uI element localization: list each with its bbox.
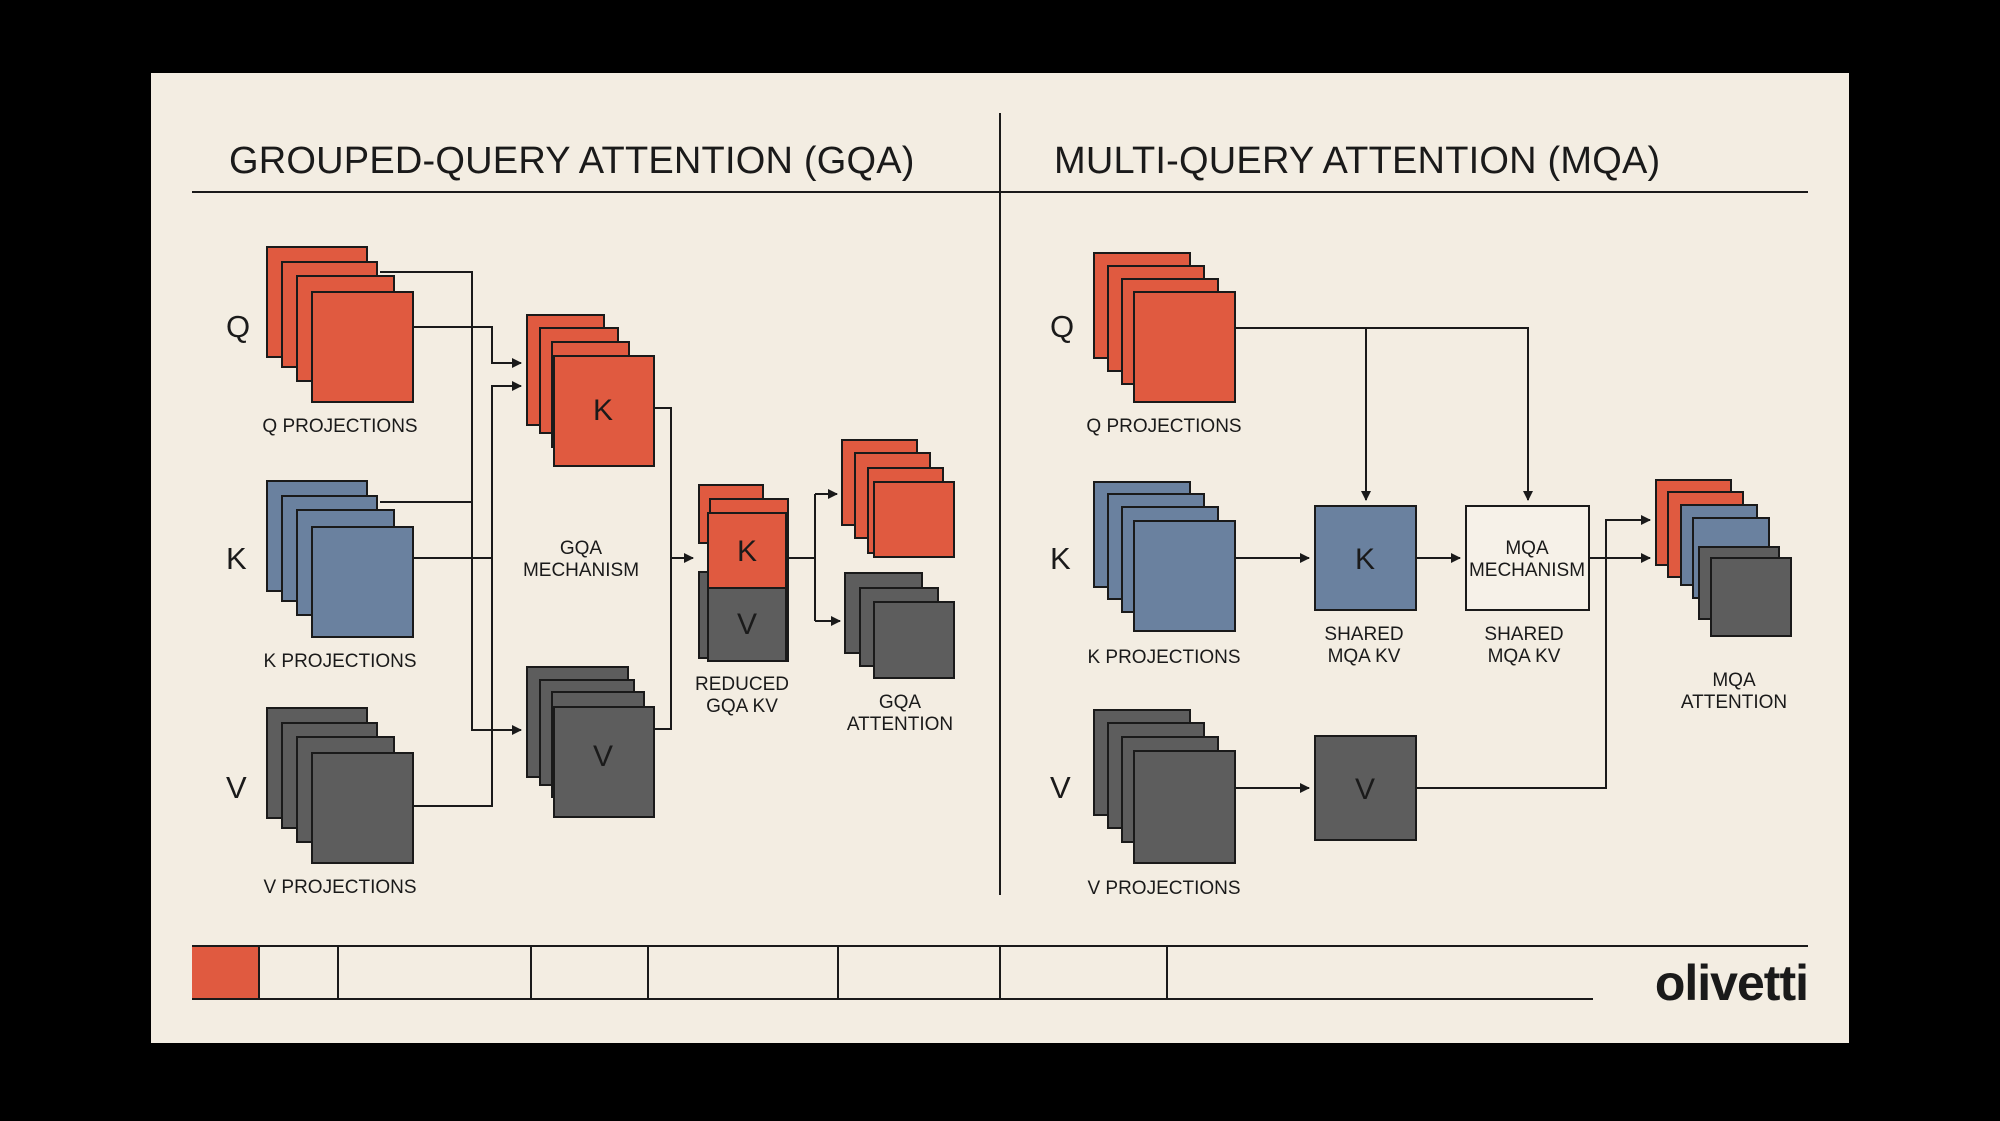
gqa-reduced-k-label: K: [737, 535, 757, 568]
footer-bar: [192, 945, 1808, 1000]
mqa-attention-label-1: MQA: [1712, 670, 1756, 691]
gqa-attention-v-stack: [844, 572, 955, 679]
mqa-q-projections-label: Q PROJECTIONS: [1086, 416, 1241, 437]
mqa-attention-label-2: ATTENTION: [1681, 692, 1787, 713]
gqa-reduced-kv-stack: [698, 484, 789, 662]
gqa-v-group-label: V: [593, 740, 613, 773]
gqa-q-projection-stack: [266, 246, 414, 403]
mqa-v-projection-stack: [1093, 709, 1236, 864]
gqa-k-group-stack: [526, 314, 655, 467]
mqa-shared-v-box: [1314, 735, 1417, 841]
gqa-reduced-v-label: V: [737, 608, 757, 641]
mqa-shared-kv-label-2: MQA KV: [1328, 646, 1401, 667]
gqa-attention-label-1: GQA: [879, 692, 922, 713]
mqa-row-label-k: K: [1050, 541, 1071, 576]
mqa-row-label-q: Q: [1050, 309, 1074, 344]
gqa-attention-q-stack: [841, 439, 955, 558]
gqa-row-label-k: K: [226, 541, 247, 576]
mqa-mechanism-box: [1465, 505, 1590, 611]
gqa-q-projections-label: Q PROJECTIONS: [262, 416, 417, 437]
mqa-shared-v-label: V: [1355, 773, 1375, 806]
gqa-k-projections-label: K PROJECTIONS: [263, 651, 416, 672]
gqa-mechanism-label-1: GQA: [560, 538, 603, 559]
mqa-shared-kv-2-label-1: SHARED: [1484, 624, 1563, 645]
gqa-reduced-kv-label-1: REDUCED: [695, 674, 789, 695]
mqa-q-projection-stack: [1093, 252, 1236, 403]
mqa-shared-kv-label-1: SHARED: [1324, 624, 1403, 645]
mqa-shared-k-label: K: [1355, 543, 1375, 576]
gqa-row-label-q: Q: [226, 309, 250, 344]
mqa-shared-kv-2-label-2: MQA KV: [1488, 646, 1561, 667]
gqa-connectors: [380, 271, 841, 807]
mqa-v-projections-label: V PROJECTIONS: [1087, 878, 1240, 899]
mqa-k-projection-stack: [1093, 481, 1236, 632]
gqa-mechanism-label-2: MECHANISM: [523, 560, 639, 581]
gqa-row-label-v: V: [226, 770, 247, 805]
mqa-attention-stack: [1655, 479, 1792, 637]
gqa-v-projections-label: V PROJECTIONS: [263, 877, 416, 898]
gqa-v-projection-stack: [266, 707, 414, 864]
gqa-attention-label-2: ATTENTION: [847, 714, 953, 735]
mqa-title: MULTI-QUERY ATTENTION (MQA): [1054, 140, 1660, 182]
gqa-v-group-stack: [526, 666, 655, 818]
olivetti-logo: olivetti: [1655, 955, 1808, 1011]
gqa-k-group-label: K: [593, 394, 613, 427]
mqa-k-projections-label: K PROJECTIONS: [1087, 647, 1240, 668]
mqa-connectors: [1235, 327, 1651, 793]
mqa-row-label-v: V: [1050, 770, 1071, 805]
mqa-mechanism-label-2: MECHANISM: [1469, 560, 1585, 581]
mqa-mechanism-label-1: MQA: [1505, 538, 1549, 559]
gqa-reduced-kv-label-2: GQA KV: [706, 696, 778, 717]
gqa-k-projection-stack: [266, 480, 414, 638]
mqa-shared-k-box: [1314, 505, 1417, 611]
gqa-title: GROUPED-QUERY ATTENTION (GQA): [229, 140, 915, 182]
